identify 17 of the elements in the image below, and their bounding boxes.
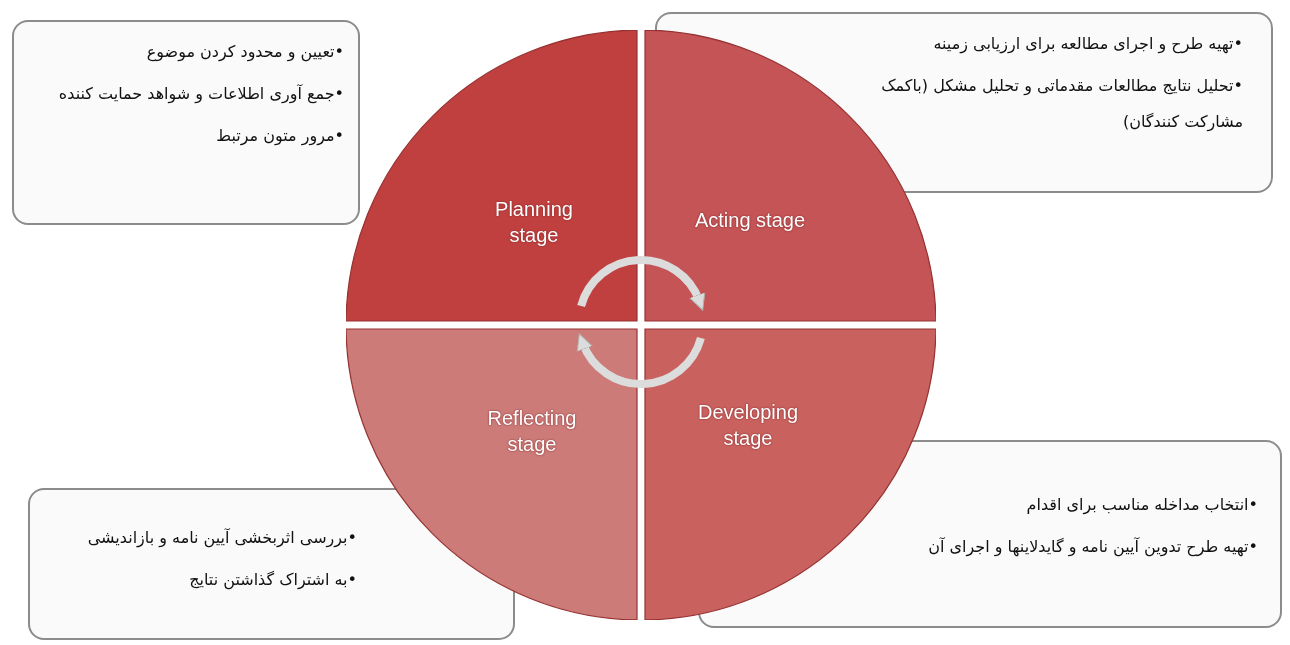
stage-label: Acting stage — [693, 208, 807, 233]
stage-label: Planning stage — [494, 197, 574, 248]
text-box — [12, 20, 360, 225]
bullet-item: •مرور متون مرتبط — [215, 125, 344, 148]
stage-label: Developing stage — [696, 400, 800, 451]
cycle-arrow — [577, 256, 705, 311]
bullet-item: •جمع آوری اطلاعات و شواهد حمایت کننده — [57, 83, 344, 106]
stage-label: Reflecting stage — [486, 406, 578, 457]
bullet-item: •به اشتراک گذاشتن نتایج — [188, 569, 357, 592]
bullet-item: •تحلیل نتایج مطالعات مقدماتی و تحلیل مشکل (باکمک مشارکت کنندگان) — [880, 75, 1243, 134]
bullet-item: •انتخاب مداخله مناسب برای اقدام — [1025, 494, 1258, 517]
text-box — [28, 488, 515, 640]
bullet-item: •تهیه طرح تدوین آیین نامه و گایدلاینها و اجرای آن — [927, 536, 1258, 559]
bullet-item: •بررسی اثربخشی آیین نامه و بازاندیشی — [86, 527, 357, 550]
cycle-arrow — [577, 333, 705, 388]
bullet-item: •تعیین و محدود کردن موضوع — [145, 41, 344, 64]
bullet-item: •تهیه طرح و اجرای مطالعه برای ارزیابی زمینه — [932, 33, 1243, 56]
